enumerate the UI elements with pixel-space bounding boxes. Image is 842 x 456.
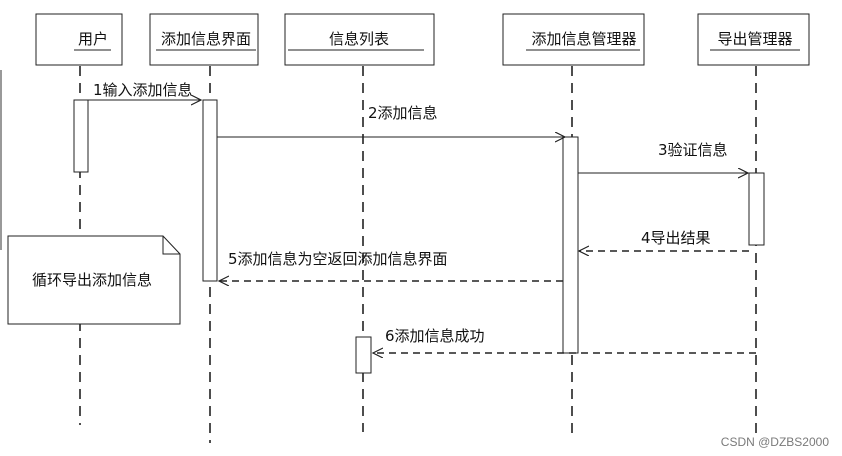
participant-add-ui: 添加信息界面: [149, 13, 259, 66]
loop-note-text: 循环导出添加信息: [32, 271, 152, 289]
participant-add-ui-label: 添加信息界面: [161, 30, 251, 48]
participant-info-list: 信息列表: [284, 13, 435, 66]
message-1-label: 1输入添加信息: [93, 81, 193, 99]
activation-add-ui: [202, 99, 218, 282]
message-3-label: 3验证信息: [658, 141, 728, 159]
message-6-label: 6添加信息成功: [385, 327, 485, 345]
participant-user-label: 用户: [78, 30, 108, 48]
message-4: 4导出结果: [579, 229, 749, 251]
message-5-label: 5添加信息为空返回添加信息界面: [228, 250, 448, 268]
activation-user: [73, 99, 89, 173]
participant-export-manager: 导出管理器: [697, 13, 810, 66]
message-5: 5添加信息为空返回添加信息界面: [219, 250, 563, 281]
message-2: 2添加信息: [217, 104, 565, 137]
loop-note: 循环导出添加信息: [7, 235, 181, 325]
participant-add-manager: 添加信息管理器: [502, 13, 645, 66]
participant-user: 用户: [35, 13, 123, 66]
participant-export-manager-label: 导出管理器: [717, 30, 792, 48]
watermark: CSDN @DZBS2000: [721, 435, 830, 449]
message-3: 3验证信息: [578, 141, 748, 173]
participant-add-manager-label: 添加信息管理器: [531, 30, 636, 48]
message-6: 6添加信息成功: [373, 327, 756, 353]
message-4-label: 4导出结果: [641, 229, 711, 247]
participant-info-list-label: 信息列表: [329, 30, 389, 48]
activation-info-list: [355, 336, 372, 374]
activation-add-manager: [562, 136, 579, 354]
activation-export-manager: [748, 172, 765, 246]
message-2-label: 2添加信息: [368, 104, 438, 122]
message-1: 1输入添加信息: [88, 81, 201, 100]
